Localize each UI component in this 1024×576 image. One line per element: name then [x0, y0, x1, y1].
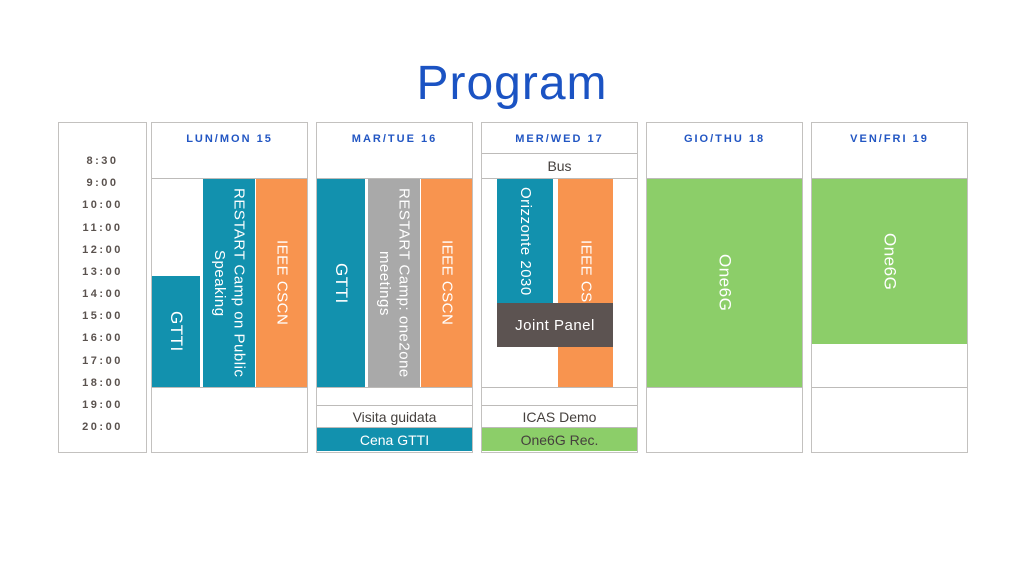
- event-label: RESTART Camp: one2one meetings: [376, 188, 413, 378]
- day-column-thu: GIO/THU 18 One6G: [646, 122, 803, 453]
- time-column: 8:30 9:00 10:00 11:00 12:00 13:00 14:00 15:00 16…: [58, 122, 147, 453]
- end-of-day-divider: [812, 387, 967, 388]
- day-header-thu: GIO/THU 18: [683, 132, 766, 145]
- event-restart-camp-one2one: RESTART Camp: one2one meetings: [368, 179, 420, 387]
- event-label: One6G: [880, 232, 900, 291]
- event-orizzonte-2030: Orizzonte 2030: [497, 179, 553, 303]
- page-title: Program: [416, 57, 608, 111]
- header-divider: [317, 178, 472, 179]
- event-label: IEEE CSCN: [438, 240, 456, 326]
- event-label: One6G: [715, 254, 735, 312]
- event-label: IEEE CSCN: [273, 240, 291, 326]
- event-label: GTTI: [332, 262, 352, 304]
- time-label: 15:00: [82, 310, 123, 323]
- row-visita-guidata: Visita guidata: [317, 405, 472, 428]
- event-gtti: GTTI: [317, 179, 365, 387]
- event-restart-camp-public-speaking: RESTART Camp on Public Speaking: [203, 179, 255, 387]
- event-one6g: One6G: [647, 179, 802, 387]
- time-label: 20:00: [82, 421, 123, 434]
- day-header-fri: VEN/FRI 19: [850, 132, 929, 145]
- end-of-day-divider: [317, 387, 472, 388]
- header-divider: [812, 178, 967, 179]
- time-label: 10:00: [82, 199, 123, 212]
- time-label: 19:00: [82, 398, 123, 411]
- time-label: 16:00: [82, 332, 123, 345]
- time-label: 11:00: [82, 221, 123, 234]
- row-label: Cena GTTI: [359, 431, 430, 448]
- event-ieee-cscn: IEEE CSCN: [256, 179, 307, 387]
- time-label: 18:00: [82, 376, 123, 389]
- day-header-mon: LUN/MON 15: [186, 132, 273, 145]
- day-column-fri: VEN/FRI 19 One6G: [811, 122, 968, 453]
- day-header-tue: MAR/TUE 16: [351, 132, 438, 145]
- end-of-day-divider: [647, 387, 802, 388]
- row-label: ICAS Demo: [522, 408, 597, 425]
- event-ieee-cscn: IEEE CSCN: [558, 179, 613, 387]
- time-label: 9:00: [86, 177, 119, 190]
- event-one6g: One6G: [812, 179, 967, 344]
- end-of-day-divider: [482, 387, 637, 388]
- event-label: Joint Panel: [515, 316, 595, 334]
- time-label: 14:00: [82, 288, 123, 301]
- time-label: 12:00: [82, 243, 123, 256]
- row-cena-gtti: Cena GTTI: [317, 428, 472, 451]
- end-of-day-divider: [152, 387, 307, 388]
- row-bus: Bus: [482, 153, 637, 178]
- event-label: GTTI: [167, 311, 187, 352]
- event-label: RESTART Camp on Public Speaking: [211, 188, 248, 378]
- day-column-mon: LUN/MON 15 GTTI RESTART Camp on Public Spe…: [151, 122, 308, 453]
- header-divider: [482, 178, 637, 179]
- row-icas-demo: ICAS Demo: [482, 405, 637, 428]
- event-joint-panel: Joint Panel: [497, 303, 613, 347]
- row-one6g-rec: One6G Rec.: [482, 428, 637, 451]
- event-label: Orizzonte 2030: [516, 186, 534, 296]
- time-label: 17:00: [82, 354, 123, 367]
- time-label: 13:00: [82, 265, 123, 278]
- event-ieee-cscn: IEEE CSCN: [421, 179, 472, 387]
- event-gtti: GTTI: [152, 276, 200, 387]
- header-divider: [152, 178, 307, 179]
- header-divider: [647, 178, 802, 179]
- day-header-wed: MER/WED 17: [515, 132, 604, 145]
- time-label: 8:30: [86, 155, 119, 167]
- day-column-tue: MAR/TUE 16 GTTI RESTART Camp: one2one meet…: [316, 122, 473, 453]
- row-bus-label: Bus: [547, 158, 572, 174]
- row-label: Visita guidata: [352, 408, 437, 425]
- row-label: One6G Rec.: [520, 431, 599, 448]
